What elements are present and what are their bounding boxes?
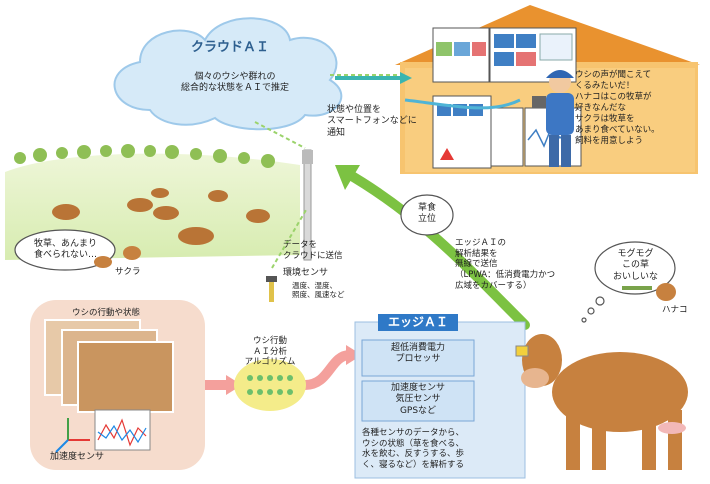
cloud-description: 個々のウシや群れの 総合的な状態をＡＩで推定 [180, 72, 289, 94]
farmer-speech: ウシの声が聞こえて くるみたいだ！ ハナコはこの牧草が 好きなんだな サクラは牧… [575, 70, 660, 147]
cloud-title: クラウドＡＩ [190, 40, 269, 55]
hanako-speech: モグモグ この草 おいしいな [612, 249, 658, 282]
cloud-shape [113, 17, 343, 131]
hanako-name: ハナコ [662, 305, 688, 315]
photos-title: ウシの行動や状態 [72, 308, 141, 318]
env-sensor-post [266, 276, 277, 302]
grazing-label: 草食 立位 [417, 203, 436, 225]
edge-to-tower-arrow [335, 165, 530, 330]
pasture-cows [52, 188, 270, 245]
sakura-speech: 牧草、あんまり 食べられない… [33, 239, 97, 261]
tower-label: データを クラウドに送信 [283, 240, 343, 261]
accel-label: 加速度センサ [50, 452, 105, 462]
relay-tower [302, 149, 313, 261]
edge-ai-sensors: 加速度センサ 気圧センサ GPSなど [390, 383, 445, 416]
edge-ai-description: 各種センサのデータから、 ウシの状態（草を食べる、 水を飲む、反すうする、歩 く… [362, 428, 465, 470]
hanako-cow [622, 283, 676, 301]
learning-panel [30, 300, 205, 470]
farmer-figure [532, 70, 574, 167]
edge-ai-chip: 超低消費電力 プロセッサ [390, 343, 445, 365]
notify-text: 状態や位置を スマートフォンなどに 通知 [327, 105, 417, 138]
sakura-cow [94, 246, 141, 268]
env-sensor-detail: 温度、湿度、 照度、風速など [292, 281, 345, 300]
cloud-to-house-arrow [335, 72, 521, 110]
pipeline-arrows [205, 345, 362, 395]
edge-ai-title: エッジＡＩ [378, 314, 459, 331]
edge-comm-text: エッジＡＩの 解析結果を 無線で送信 （LPWA：低消費電力かつ 広域をカバーす… [455, 238, 556, 291]
algo-label: ウシ行動 ＡＩ分析 アルゴリズム [244, 336, 296, 368]
sakura-name: サクラ [115, 267, 141, 277]
axes-icon [55, 418, 90, 453]
edge-ai-panel [354, 321, 526, 479]
algorithm-network [234, 359, 306, 411]
speech-bubbles [14, 194, 676, 323]
wireless-links [254, 74, 398, 269]
env-sensor-title: 環境センサ [283, 268, 329, 278]
big-cow [515, 334, 688, 470]
